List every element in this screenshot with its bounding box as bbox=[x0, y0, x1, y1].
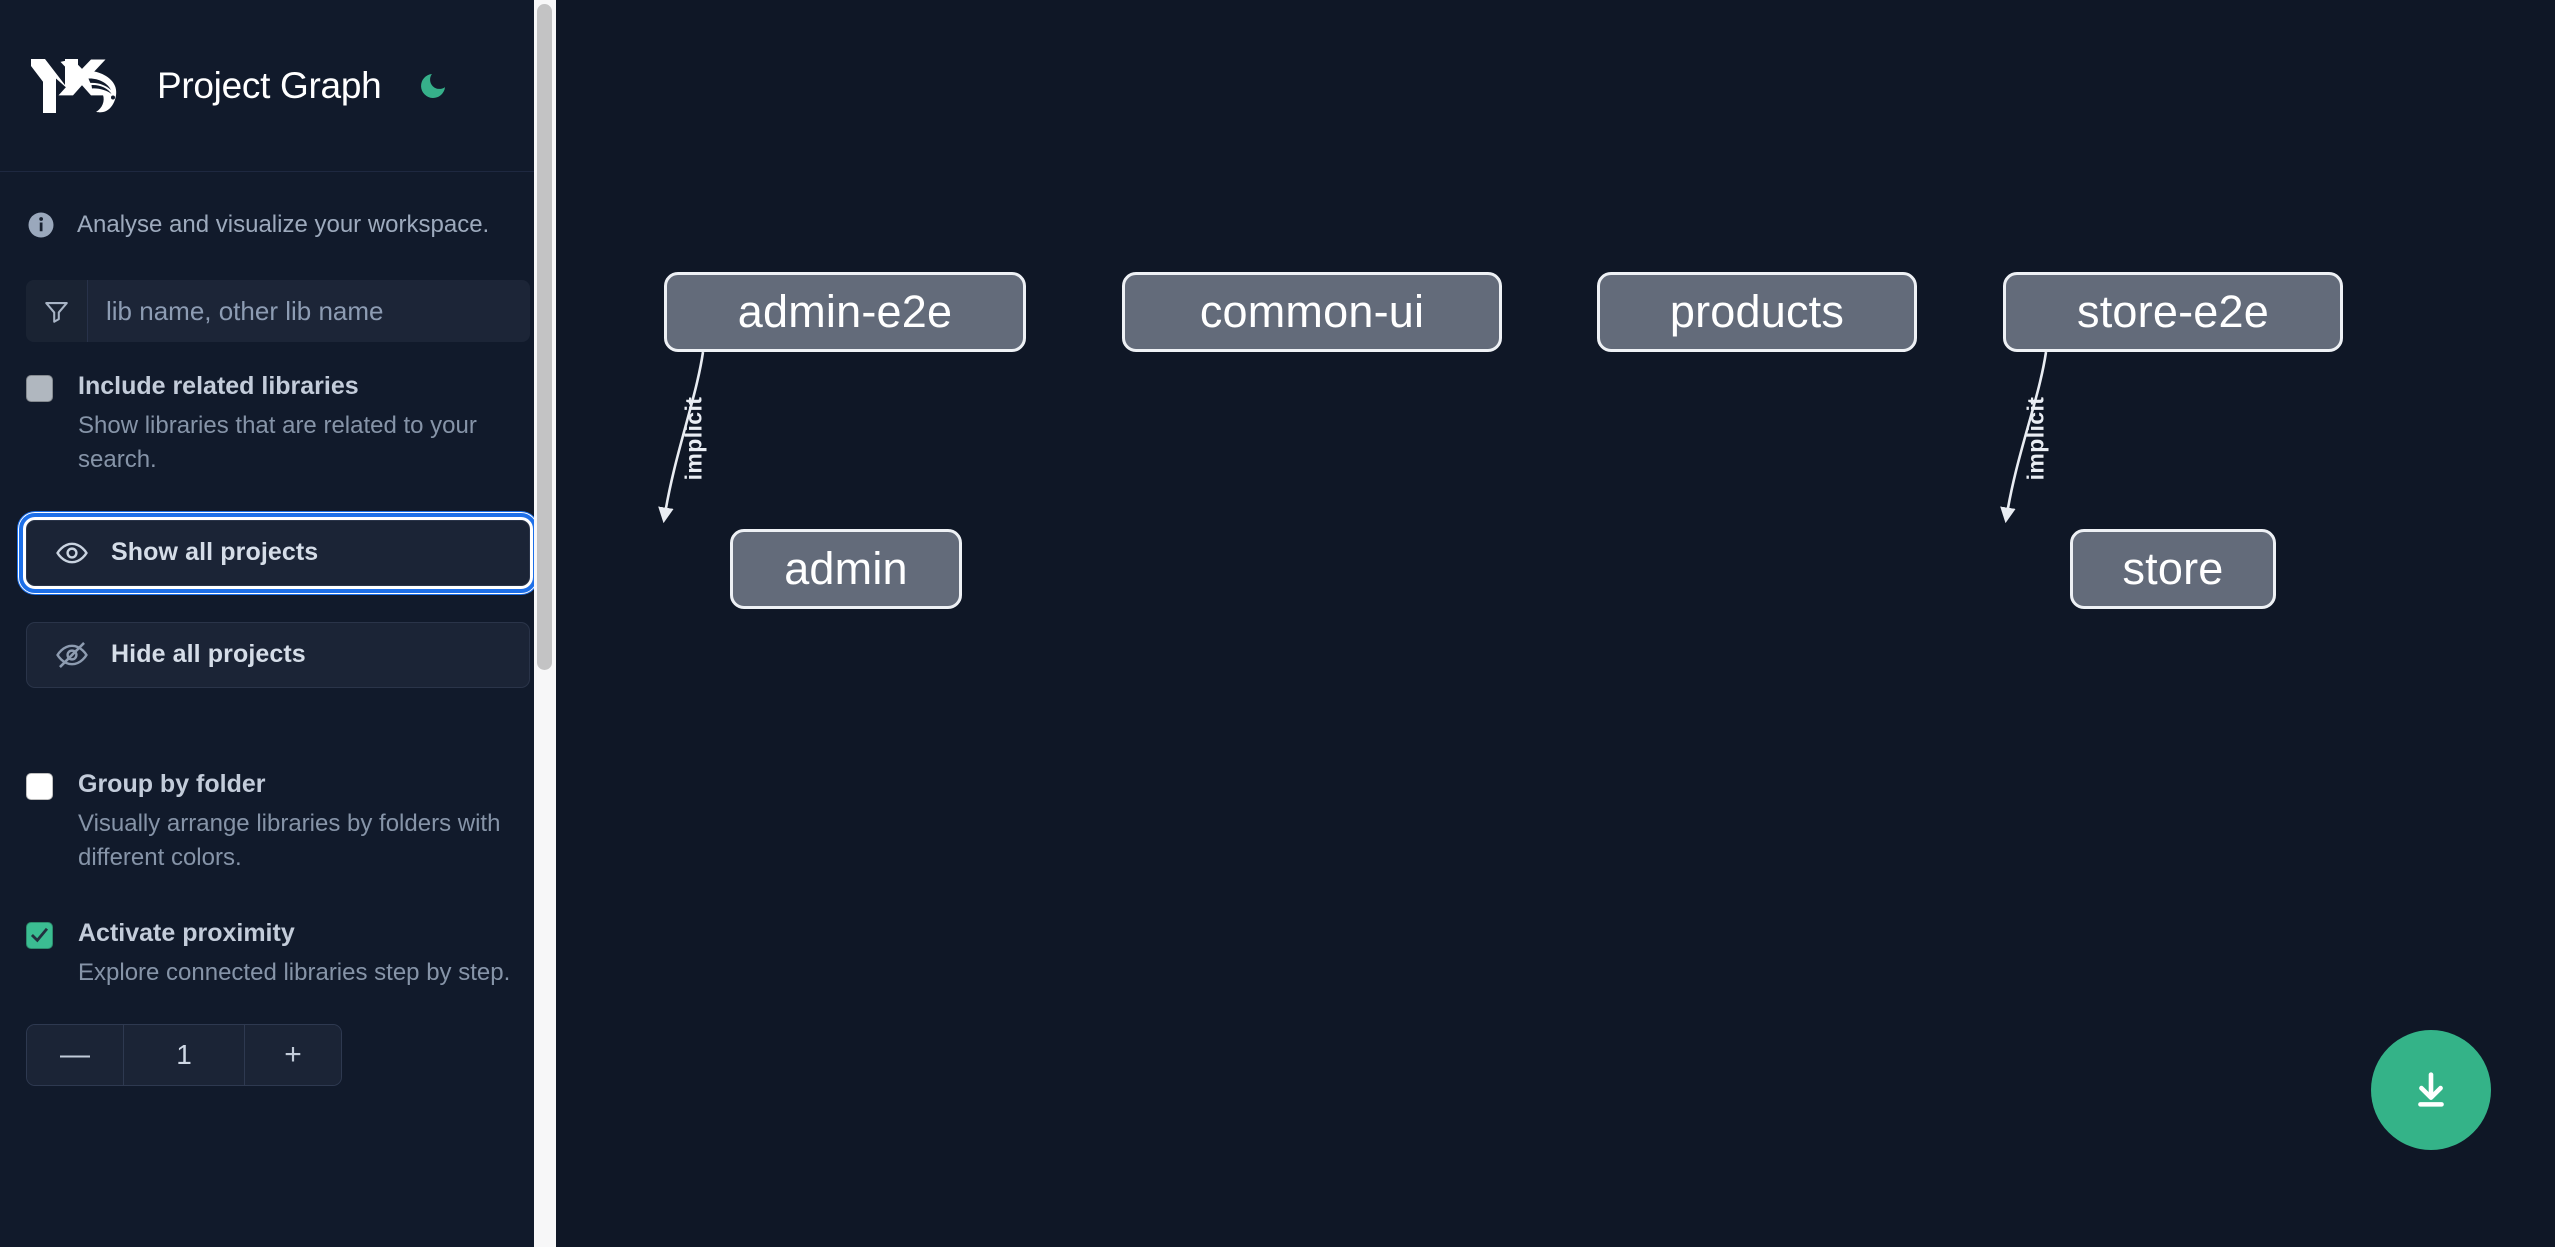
hide-all-projects-wrap: Hide all projects bbox=[0, 621, 556, 688]
tagline-text: Analyse and visualize your workspace. bbox=[77, 210, 490, 238]
graph-node-label: store-e2e bbox=[2077, 286, 2269, 337]
filter-row bbox=[0, 280, 556, 342]
graph-edges bbox=[658, 351, 2048, 524]
graph-node-label: store bbox=[2122, 543, 2224, 594]
funnel-icon bbox=[26, 280, 88, 342]
group-by-folder-checkbox[interactable] bbox=[26, 772, 53, 800]
graph-edge-label-store: implicit bbox=[2022, 396, 2049, 481]
activate-proximity-label: Activate proximity bbox=[78, 918, 295, 947]
sidebar-header: Project Graph bbox=[0, 0, 556, 172]
sidebar-scrollbar[interactable] bbox=[534, 0, 556, 1247]
graph-node-label: products bbox=[1669, 286, 1845, 337]
sidebar-body: Analyse and visualize your workspace. In… bbox=[0, 172, 556, 1086]
graph-node-products[interactable]: products bbox=[1597, 272, 1917, 352]
graph-node-label: admin bbox=[784, 543, 908, 594]
sidebar: Project Graph Analyse and visualize your… bbox=[0, 0, 556, 1247]
show-all-projects-wrap: Show all projects bbox=[0, 512, 556, 593]
graph-node-admin[interactable]: admin bbox=[730, 529, 962, 609]
include-related-libraries-row[interactable]: Include related libraries Show libraries… bbox=[0, 370, 556, 477]
proximity-decrement-button[interactable]: — bbox=[27, 1024, 124, 1085]
group-by-folder-row[interactable]: Group by folder Visually arrange librari… bbox=[0, 768, 556, 875]
moon-icon[interactable] bbox=[413, 66, 453, 106]
graph-node-label: admin-e2e bbox=[737, 286, 953, 337]
show-all-projects-label: Show all projects bbox=[111, 538, 319, 567]
include-related-libraries-checkbox[interactable] bbox=[26, 375, 53, 402]
search-input[interactable] bbox=[88, 280, 530, 342]
graph-node-store-e2e[interactable]: store-e2e bbox=[2003, 272, 2343, 352]
hide-all-projects-label: Hide all projects bbox=[111, 640, 306, 669]
activate-proximity-row[interactable]: Activate proximity Explore connected lib… bbox=[0, 917, 556, 990]
hide-all-projects-button[interactable]: Hide all projects bbox=[26, 621, 530, 688]
graph-edge-label-admin: implicit bbox=[680, 396, 707, 481]
info-icon bbox=[26, 210, 56, 240]
activate-proximity-description: Explore connected libraries step by step… bbox=[78, 958, 511, 986]
eye-off-icon bbox=[55, 638, 89, 672]
eye-icon bbox=[55, 536, 89, 570]
proximity-increment-button[interactable]: + bbox=[244, 1024, 341, 1085]
graph-node-store[interactable]: store bbox=[2070, 529, 2276, 609]
proximity-stepper[interactable]: — 1 + bbox=[26, 1023, 342, 1086]
activate-proximity-checkbox[interactable] bbox=[26, 921, 53, 949]
page-title: Project Graph bbox=[157, 64, 382, 106]
group-by-folder-description: Visually arrange libraries by folders wi… bbox=[78, 809, 501, 871]
graph-node-common-ui[interactable]: common-ui bbox=[1122, 272, 1502, 352]
include-related-libraries-description: Show libraries that are related to your … bbox=[78, 411, 477, 473]
graph-canvas[interactable]: admin-e2e common-ui products store-e2e a… bbox=[556, 0, 2555, 1247]
download-graph-button[interactable] bbox=[2371, 1030, 2491, 1150]
proximity-stepper-wrap: — 1 + bbox=[0, 1023, 556, 1086]
sidebar-scrollbar-thumb[interactable] bbox=[537, 4, 552, 670]
group-by-folder-label: Group by folder bbox=[78, 769, 266, 798]
graph-node-label: common-ui bbox=[1199, 286, 1425, 337]
graph-node-admin-e2e[interactable]: admin-e2e bbox=[664, 272, 1026, 352]
proximity-value: 1 bbox=[124, 1024, 244, 1085]
tagline: Analyse and visualize your workspace. bbox=[0, 172, 556, 277]
nx-logo-icon bbox=[27, 55, 123, 117]
search-filter-box[interactable] bbox=[26, 280, 530, 342]
download-icon bbox=[2408, 1067, 2454, 1113]
show-all-projects-button[interactable]: Show all projects bbox=[19, 512, 537, 593]
include-related-libraries-label: Include related libraries bbox=[78, 372, 359, 400]
